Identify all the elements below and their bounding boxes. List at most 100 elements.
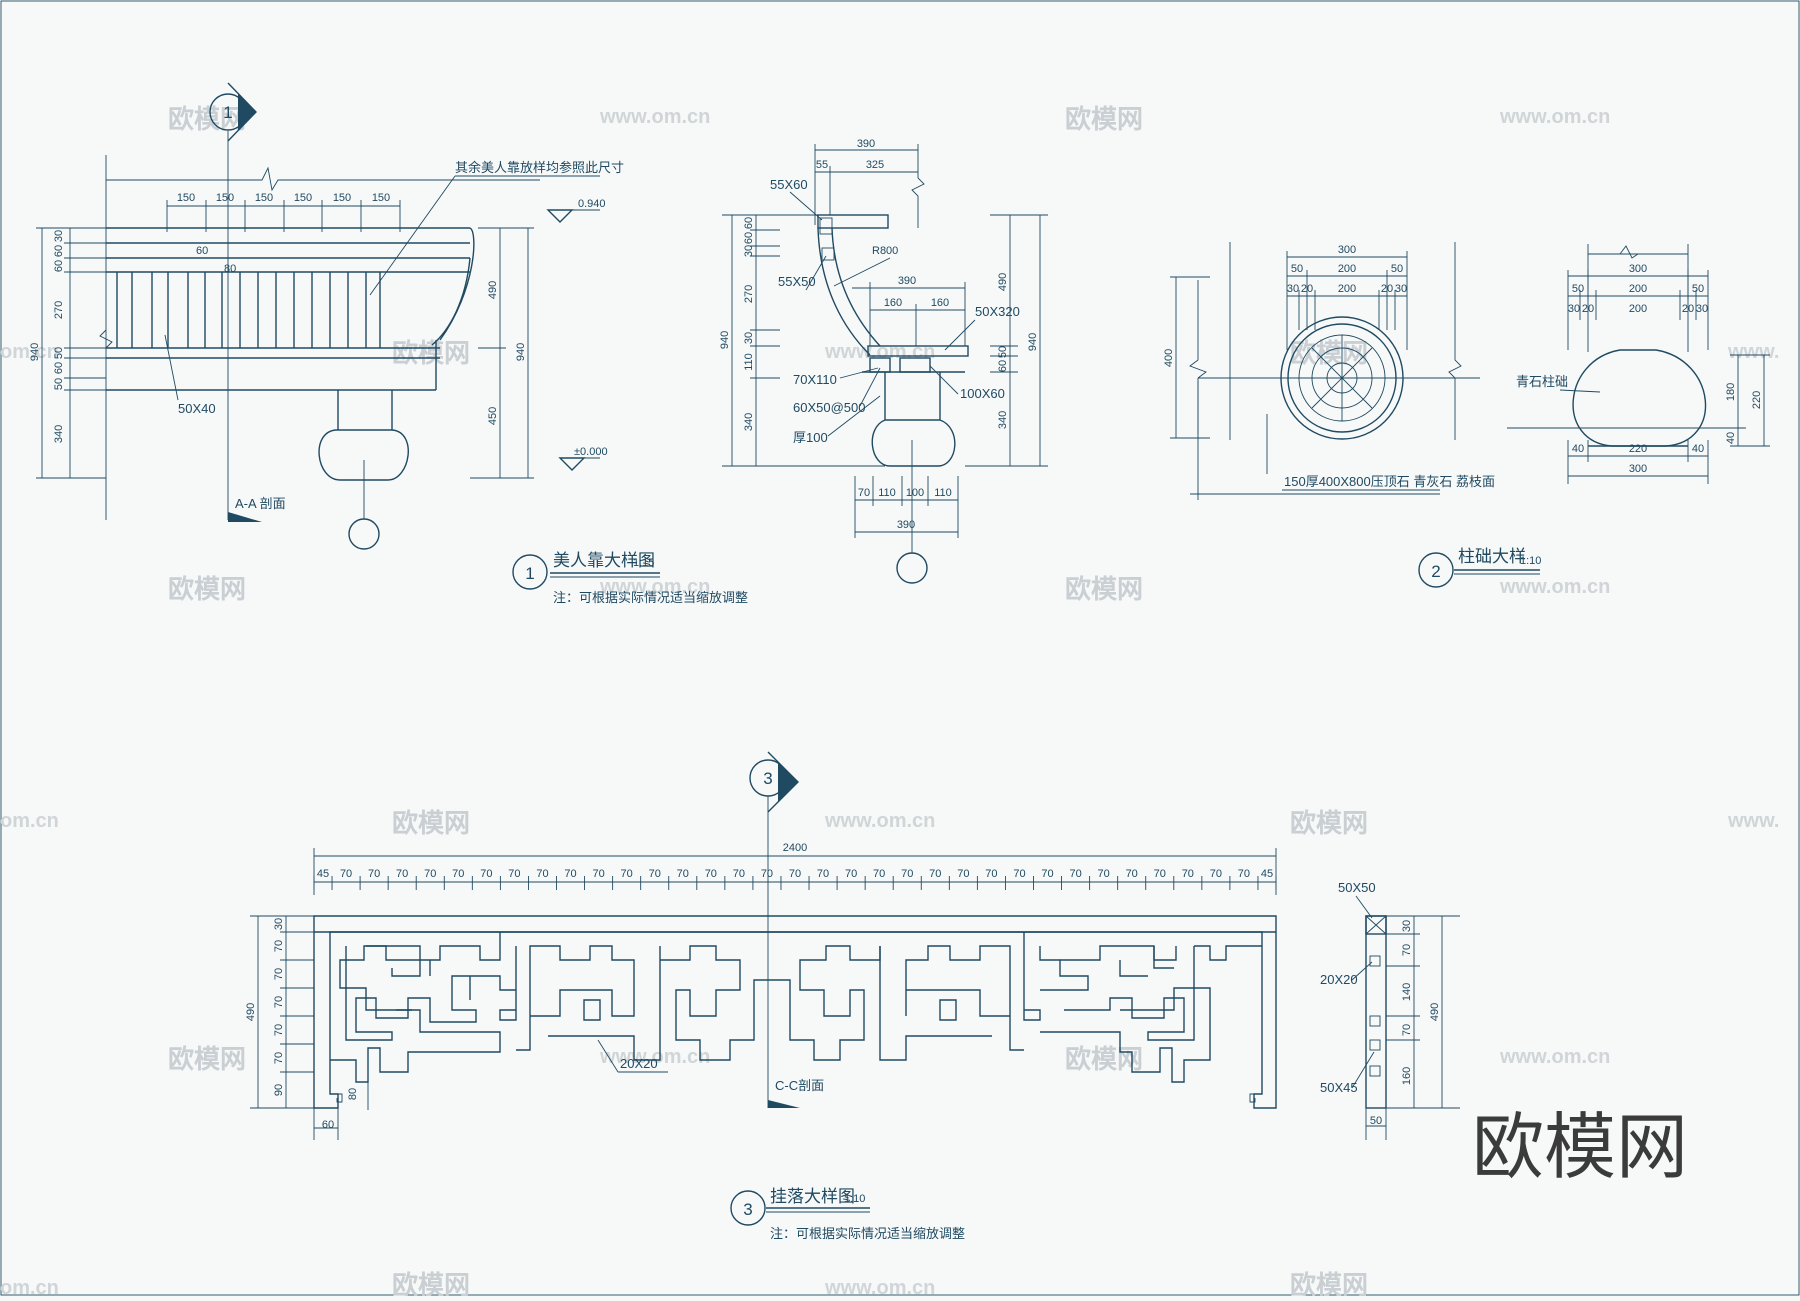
dim-text: 70 [273, 968, 285, 980]
dim-text: 200 [1338, 283, 1356, 295]
dim-text: 20 [1582, 303, 1594, 315]
dim-text: 70 [789, 868, 801, 880]
column-base [318, 429, 409, 481]
section-marker-number: 1 [223, 103, 232, 122]
watermark-url: www.om.cn [824, 341, 935, 363]
dim-text: 50 [53, 347, 65, 359]
dim-text: 70 [273, 996, 285, 1008]
dim-text: 220 [1629, 443, 1647, 455]
dim-text: 200 [1629, 303, 1647, 315]
dim-text: 40 [1725, 432, 1737, 444]
dim-text: 70 [733, 868, 745, 880]
watermark-layer: 欧模网 www.om.cn 欧模网 www.om.cn om.cn 欧模网 ww… [0, 104, 1779, 1300]
dim-text: 50 [1291, 263, 1303, 275]
dim-text: 180 [1725, 383, 1737, 401]
fretwork-pattern [330, 932, 1262, 1083]
title-bubble-number: 1 [525, 564, 534, 583]
side-column-base [871, 419, 956, 467]
dim-text: 200 [1629, 283, 1647, 295]
unit-ticks [313, 876, 1277, 890]
dim-text: 70 [929, 868, 941, 880]
base-elevation-drum [1572, 349, 1707, 447]
dim-text: 60 [743, 232, 755, 244]
dim-text: 70 [273, 1052, 285, 1064]
back-slats [116, 272, 381, 348]
bench-post [337, 390, 393, 430]
drawing1-note: 注：可根据实际情况适当缩放调整 [553, 590, 748, 605]
dim-text: 70 [985, 868, 997, 880]
dim-text: 70 [396, 868, 408, 880]
watermark-url: www.om.cn [1499, 106, 1610, 128]
dim-text: 50 [53, 378, 65, 390]
member-label: 55X60 [770, 177, 808, 192]
watermark-url: www.om.cn [1499, 1046, 1610, 1068]
dim-text: 270 [743, 285, 755, 303]
dim-text: 940 [515, 343, 527, 361]
dim-text: 490 [487, 281, 499, 299]
dim-text: 70 [873, 868, 885, 880]
drawing2-title: 柱础大样 [1458, 547, 1526, 566]
grid-bubble [896, 552, 928, 584]
dim-text: 140 [1401, 983, 1413, 1001]
dim-text: 50 [1370, 1115, 1382, 1127]
drawing3-title-block: 3 挂落大样图 1:10 注：可根据实际情况适当缩放调整 [730, 1187, 965, 1241]
title-bubble-number: 2 [1431, 562, 1440, 581]
dim-text: 80 [224, 263, 236, 275]
dim-text: 70 [592, 868, 604, 880]
dim-text: 490 [1429, 1003, 1441, 1021]
member-label: 70X110 [793, 372, 837, 387]
dim-text: 30 [1696, 303, 1708, 315]
dim-text: 30 [1568, 303, 1580, 315]
watermark-url-fragment: www. [1727, 810, 1779, 832]
dim-text: 325 [866, 159, 884, 171]
watermark-url-fragment: www. [1727, 341, 1779, 363]
seat-plank [867, 345, 969, 357]
dim-text: 110 [934, 487, 952, 499]
section-label: A-A 剖面 [235, 496, 286, 511]
dim-text: 60 [53, 260, 65, 272]
dim-text: 70 [1013, 868, 1025, 880]
dim-text: 60 [53, 245, 65, 257]
dim-text: 40 [1572, 443, 1584, 455]
dim-text: 60 [743, 217, 755, 229]
dim-text: 400 [1163, 349, 1175, 367]
member-label: 50X50 [1338, 880, 1376, 895]
dim-text: 70 [1401, 944, 1413, 956]
dim-text: 110 [878, 487, 896, 499]
member-label: 100X60 [960, 386, 1005, 401]
elevation-ground-text: ±0.000 [574, 446, 608, 458]
watermark-url-fragment: om.cn [0, 1277, 59, 1296]
dim-text: 60 [53, 362, 65, 374]
dim-text: 70 [845, 868, 857, 880]
drawing2-title-block: 2 柱础大样 1:10 [1418, 547, 1541, 588]
watermark-brand: 欧模网 [392, 338, 470, 368]
dim-text: 70 [957, 868, 969, 880]
dim-text: 50 [1692, 283, 1704, 295]
elevation-text: 0.940 [578, 198, 606, 210]
dim-text: 70 [273, 940, 285, 952]
dim-text: 70 [536, 868, 548, 880]
grid-bubble [348, 518, 380, 550]
dim-text: 50 [997, 346, 1009, 358]
dim-text: 30 [53, 230, 65, 242]
dim-text: 160 [931, 297, 949, 309]
watermark-brand: 欧模网 [1290, 338, 1368, 368]
dim-text: 340 [743, 413, 755, 431]
backrest-top [817, 214, 889, 229]
dim-text: 70 [452, 868, 464, 880]
dim-text: 150 [372, 192, 390, 204]
dim-text: 300 [1338, 244, 1356, 256]
drawing1-title: 美人靠大样图 [553, 551, 655, 570]
dim-text: 70 [649, 868, 661, 880]
dim-text: 70 [817, 868, 829, 880]
dim-text: 70 [621, 868, 633, 880]
dim-text: 70 [1238, 868, 1250, 880]
dim-text: 60 [997, 360, 1009, 372]
dim-text: 70 [1401, 1024, 1413, 1036]
side-post [884, 372, 941, 420]
watermark-brand: 欧模网 [392, 808, 470, 838]
dim-text: 30 [1401, 920, 1413, 932]
dim-text: 70 [1069, 868, 1081, 880]
